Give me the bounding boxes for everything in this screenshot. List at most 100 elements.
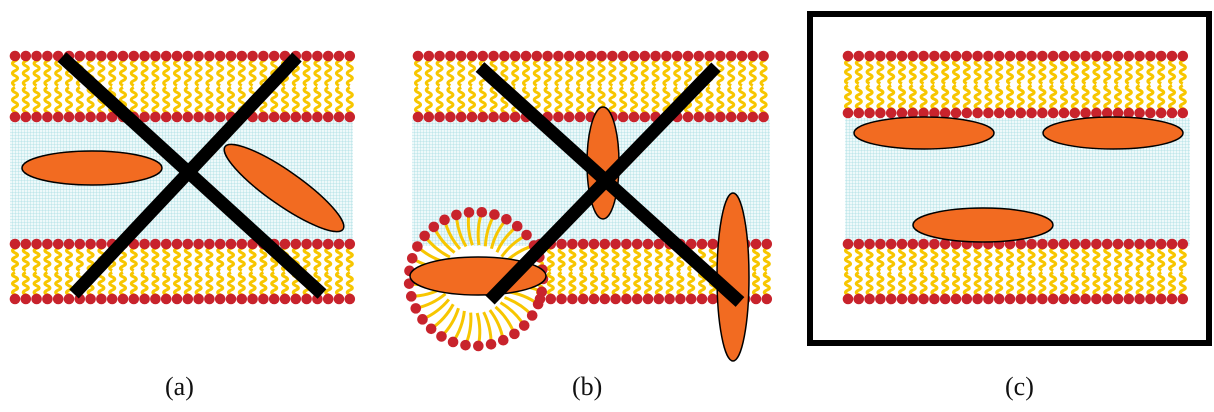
lipid-head [1058,293,1070,305]
lipid-head [918,293,929,305]
lipid-head [929,50,940,62]
lipid-head [574,111,586,123]
lipid-head [499,50,510,62]
lipid-head [918,238,929,250]
lipid-head [610,293,621,305]
lipid-head [497,334,509,346]
lipid-head [1015,293,1027,305]
lipid-head [106,111,118,123]
lipid-head [907,107,919,119]
lipid-head [322,50,334,62]
lipid-head [1058,107,1070,119]
lipid-head [653,238,665,250]
lipid-head [1047,107,1059,119]
lipid-head [939,50,951,62]
lipid-head [1015,107,1027,119]
lipid-head [455,50,467,62]
lipid-head [406,252,418,264]
lipid-head [333,293,345,305]
lipid-head [1101,238,1113,250]
lipid-head [1177,293,1189,305]
lipid-head [20,293,32,305]
lipid-head [31,293,42,305]
lipid-head [258,293,269,305]
lipid-head [42,293,53,305]
lipid-head [499,111,510,123]
lipid-head [599,238,611,250]
lipid-head [532,298,544,310]
lipid-head [631,293,643,305]
lipid-head [1015,50,1027,62]
lipid-head [1134,238,1145,250]
lipid-head [477,111,489,123]
lipid-head [1080,238,1091,250]
lipid-head [412,241,423,252]
lipid-head [1047,238,1059,250]
lipid-head [675,293,686,305]
lipid-head [693,50,705,62]
lipid-head [139,50,150,62]
lipid-head [268,111,280,123]
lipid-head [182,111,194,123]
lipid-head [214,293,226,305]
molecule-bottom [912,207,1054,243]
lipid-head [182,293,194,305]
lipid-head [536,286,548,298]
lipid-head [661,50,672,62]
lipid-head [704,50,715,62]
lipid-head [993,107,1005,119]
lipid-head [545,293,557,305]
lipid-head [682,111,694,123]
lipid-head [1155,293,1167,305]
lipid-head [864,107,875,119]
lipid-head [236,293,248,305]
lipid-head [617,50,629,62]
lipid-head [1134,293,1145,305]
lipid-head [1004,293,1016,305]
lipid-head [574,50,586,62]
lipid-head [736,111,748,123]
lipid-head [1004,107,1016,119]
lipid-head [907,238,919,250]
lipid-head [556,293,567,305]
lipid-head [875,293,886,305]
lipid-head [279,293,291,305]
lipid-head [312,50,323,62]
lipid-head [761,293,773,305]
lipid-head [682,50,694,62]
lipid-head [279,238,291,250]
lipid-head [428,221,440,233]
lipid-head [1123,107,1135,119]
lipid-head [1069,107,1081,119]
lipid-head [642,238,654,250]
lipid-head [425,323,437,335]
lipid-head [290,293,302,305]
lipid-head [20,50,32,62]
lipid-head [1123,50,1135,62]
lipid-head [214,50,226,62]
lipid-head [750,293,762,305]
lipid-head [214,238,226,250]
lipid-head [9,111,21,123]
lipid-head [312,111,323,123]
lipid-head [617,111,629,123]
bilayer-bottom-c [842,238,1189,305]
lipid-head [896,50,908,62]
lipid-head [20,111,32,123]
lipid-head [993,50,1005,62]
lipid-head [42,111,53,123]
lipid-head [929,238,940,250]
lipid-head [1069,238,1081,250]
lipid-head [460,339,471,351]
lipid-head [193,293,204,305]
lipid-head [509,111,521,123]
lipid-head [707,238,719,250]
lipid-head [1166,293,1178,305]
lipid-head [455,111,467,123]
lipid-head [193,238,204,250]
lipid-head [993,293,1005,305]
lipid-head [1134,50,1145,62]
lipid-head [1091,107,1102,119]
lipid-head [885,293,897,305]
lipid-head [653,293,665,305]
